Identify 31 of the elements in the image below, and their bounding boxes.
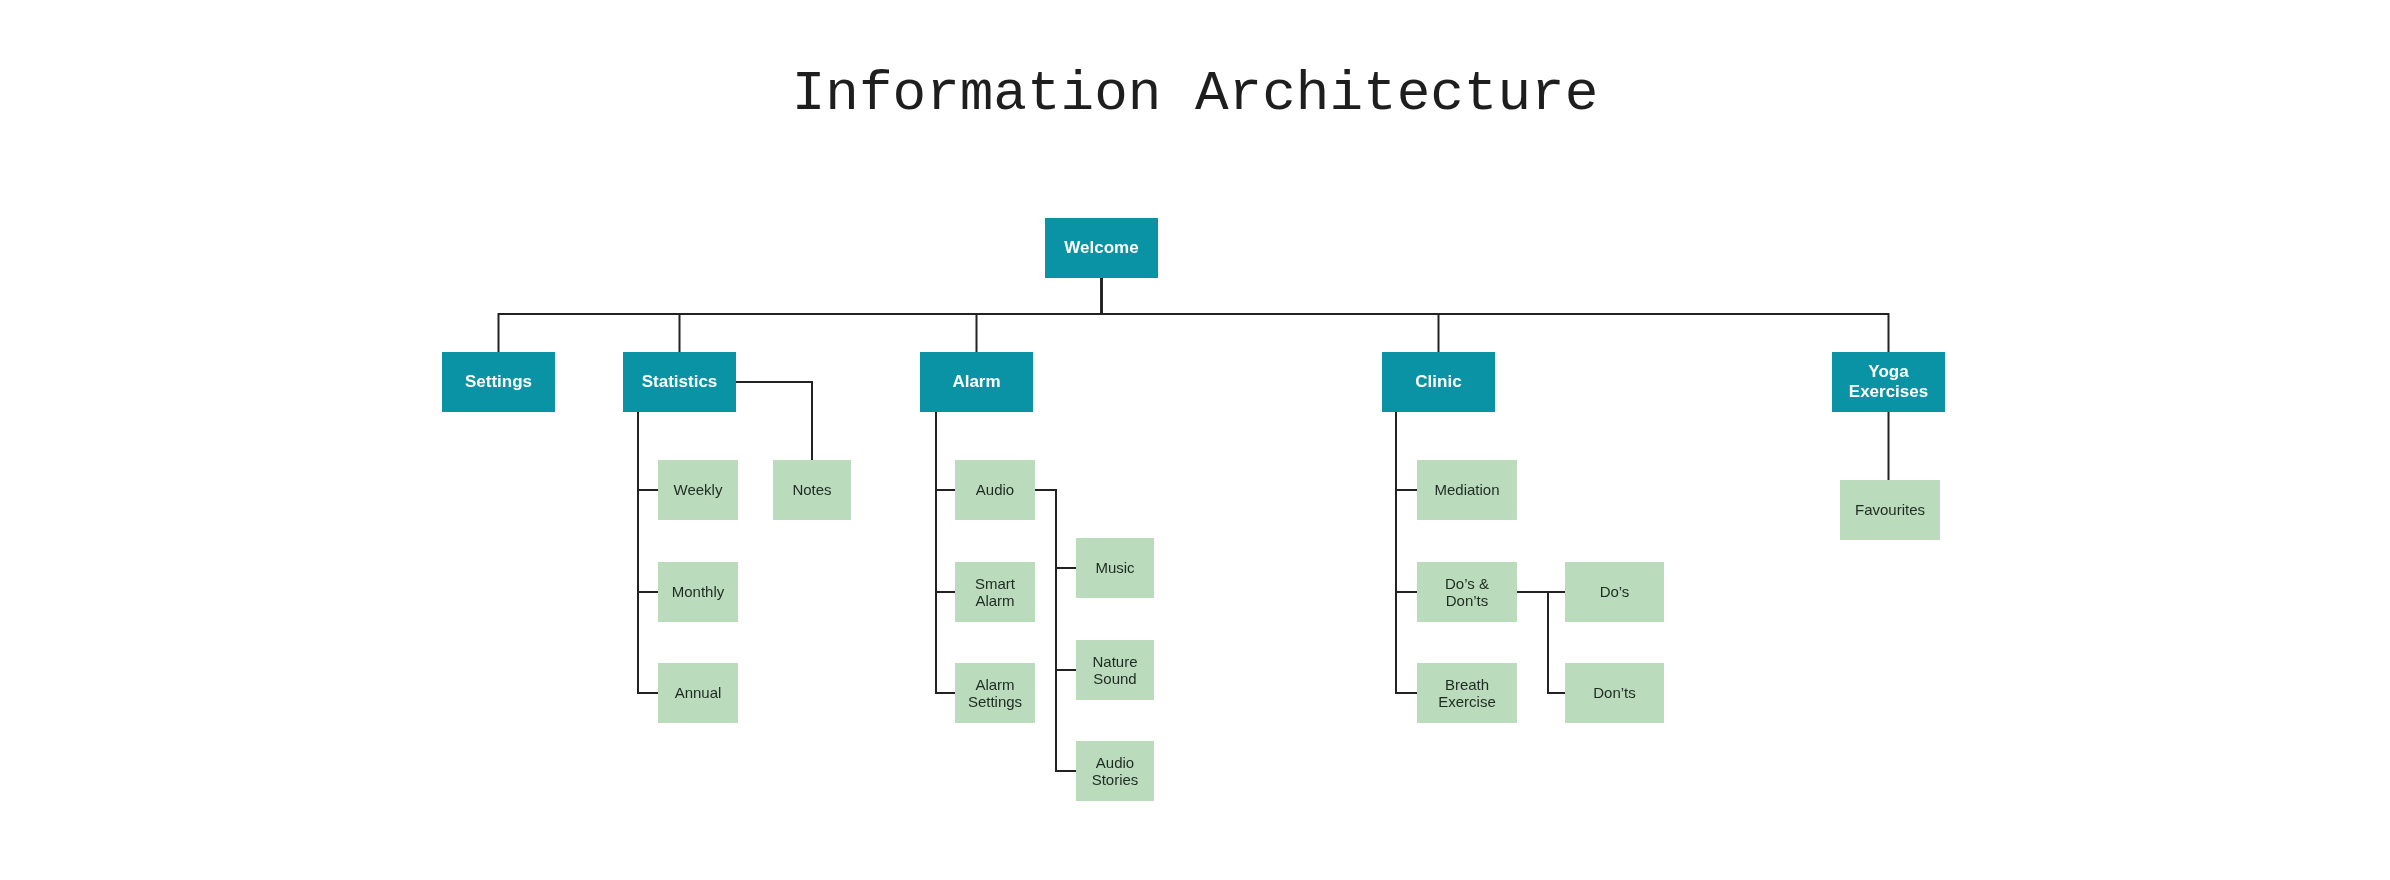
connector-line <box>1887 411 1890 481</box>
connector-line <box>1516 591 1566 694</box>
section-box: Clinic <box>1382 352 1495 412</box>
connector-line <box>1395 411 1418 694</box>
connector-line <box>935 411 956 694</box>
section-box: Welcome <box>1045 218 1158 278</box>
diagram-title: Information Architecture <box>790 62 1600 126</box>
page-box: Music <box>1076 538 1154 598</box>
section-box: Settings <box>442 352 555 412</box>
page-box: Audio <box>955 460 1035 520</box>
section-box: Statistics <box>623 352 736 412</box>
page-box: Smart Alarm <box>955 562 1035 622</box>
page-box: Breath Exercise <box>1417 663 1517 723</box>
connector-line <box>637 411 659 694</box>
page-box: Monthly <box>658 562 738 622</box>
page-box: Alarm Settings <box>955 663 1035 723</box>
page-box: Mediation <box>1417 460 1517 520</box>
page-box: Do’s <box>1565 562 1664 622</box>
page-box: Do’s & Don’ts <box>1417 562 1517 622</box>
section-box: Alarm <box>920 352 1033 412</box>
page-box: Annual <box>658 663 738 723</box>
page-box: Audio Stories <box>1076 741 1154 801</box>
section-box: Yoga Exercises <box>1832 352 1945 412</box>
page-box: Nature Sound <box>1076 640 1154 700</box>
connector-line <box>1034 489 1077 772</box>
page-box: Notes <box>773 460 851 520</box>
page-box: Don’ts <box>1565 663 1664 723</box>
connector-line <box>1100 277 1890 353</box>
page-box: Favourites <box>1840 480 1940 540</box>
page-box: Weekly <box>658 460 738 520</box>
connector-line <box>735 381 813 461</box>
